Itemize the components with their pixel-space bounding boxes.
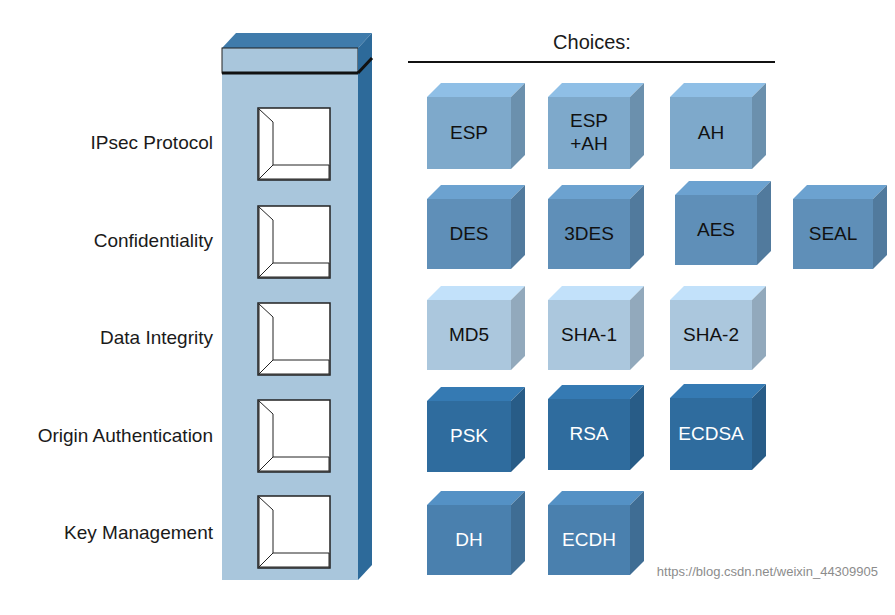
choice-cube: RSA: [548, 399, 630, 470]
choice-text: SHA-2: [683, 324, 739, 347]
choice-text: MD5: [449, 324, 489, 347]
choice-text: ECDH: [562, 529, 616, 552]
row-label: IPsec Protocol: [91, 132, 214, 154]
cap-line: [358, 58, 372, 73]
slots: [258, 108, 330, 568]
pillar-front: [222, 73, 358, 580]
choice-text: AH: [698, 122, 724, 145]
choice-text: SHA-1: [561, 324, 617, 347]
choice-text: SEAL: [809, 223, 858, 246]
cap-line: [222, 72, 358, 75]
choice-text: ESP: [450, 122, 488, 145]
choice-cube: DH: [427, 505, 511, 575]
choice-cube: ECDSA: [670, 398, 752, 470]
choice-text: DES: [449, 223, 488, 246]
row-label: Origin Authentication: [38, 425, 213, 447]
choice-cube: ECDH: [548, 505, 630, 575]
choice-cube: ESP +AH: [548, 97, 630, 169]
slot-box: [258, 400, 330, 472]
slot-box: [258, 108, 330, 180]
choice-text: ESP +AH: [566, 110, 612, 156]
choice-cube: 3DES: [548, 199, 630, 269]
cap-top: [222, 33, 372, 48]
cap-side: [358, 33, 372, 73]
heading-rule: [408, 61, 775, 63]
slot-box: [258, 496, 330, 568]
heading: Choices:: [553, 31, 631, 54]
choice-text: 3DES: [564, 223, 614, 246]
cap-front: [222, 48, 358, 73]
choice-text: DH: [455, 529, 482, 552]
choice-text: AES: [697, 219, 735, 242]
choice-cube: SEAL: [793, 199, 873, 269]
choice-text: PSK: [450, 425, 488, 448]
choice-cube: AH: [670, 97, 752, 169]
choice-cube: MD5: [427, 300, 511, 370]
slot-box: [258, 303, 330, 375]
watermark: https://blog.csdn.net/weixin_44309905: [657, 564, 878, 579]
pillar-side: [358, 58, 372, 580]
choice-text: ECDSA: [678, 423, 743, 446]
choice-cube: SHA-2: [670, 300, 752, 370]
row-label: Data Integrity: [100, 327, 213, 349]
choice-cube: AES: [675, 195, 757, 265]
choice-cube: ESP: [427, 97, 511, 169]
row-label: Confidentiality: [94, 230, 213, 252]
slot-box: [258, 206, 330, 278]
choice-cube: DES: [427, 199, 511, 269]
choice-cube: PSK: [427, 401, 511, 472]
row-label: Key Management: [64, 522, 213, 544]
choice-text: RSA: [569, 423, 608, 446]
choice-cube: SHA-1: [548, 300, 630, 370]
